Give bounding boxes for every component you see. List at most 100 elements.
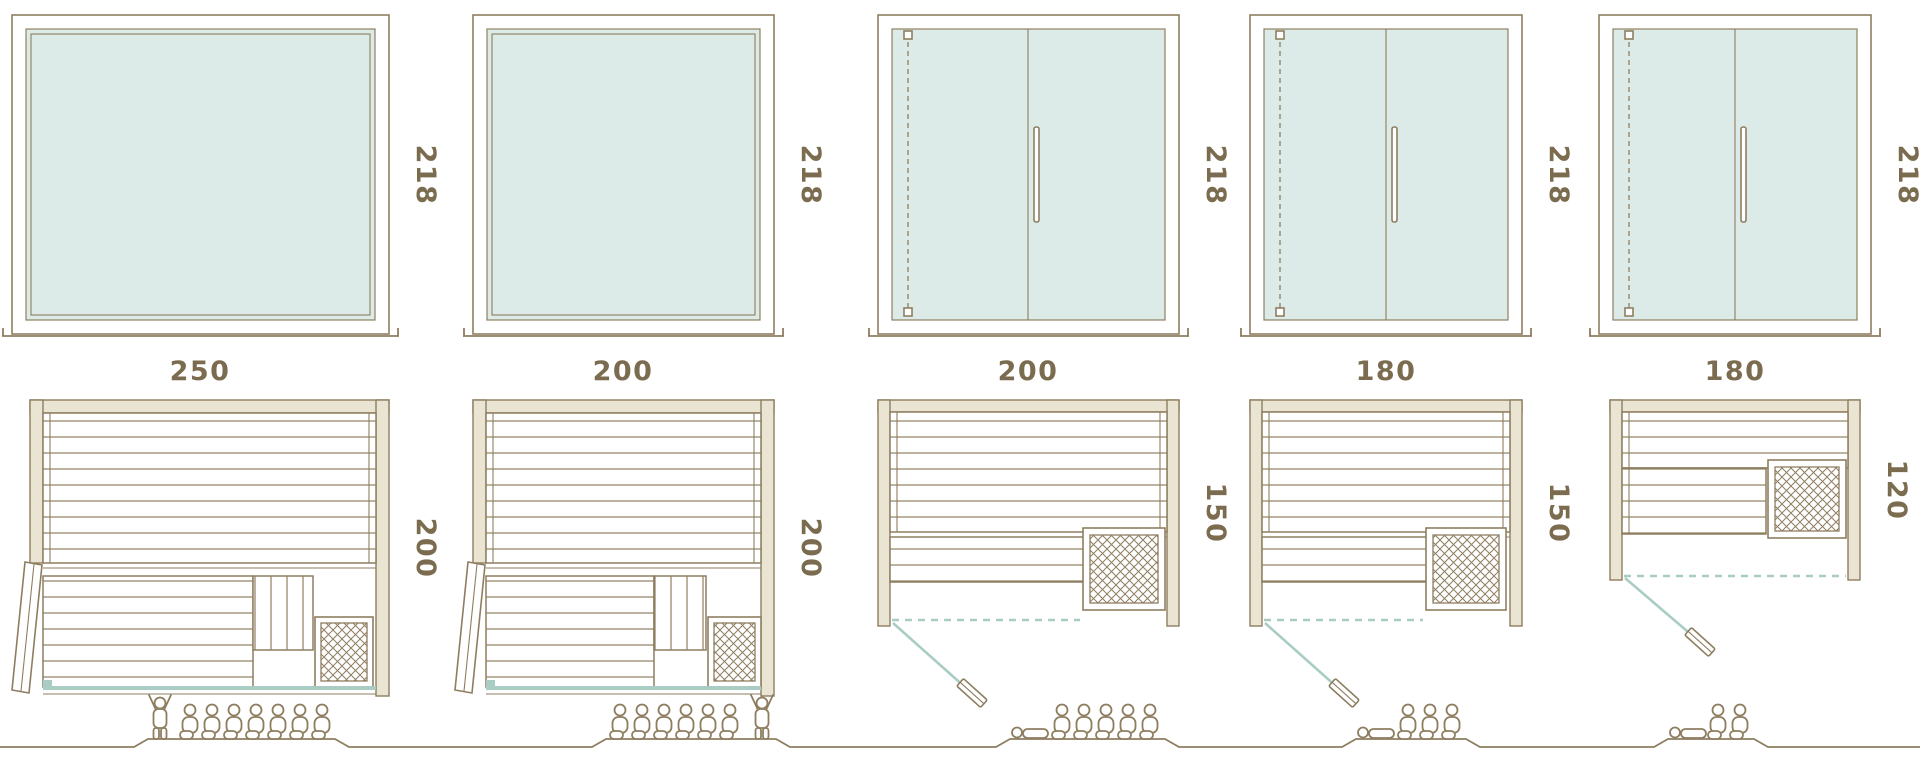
person-sitting-icon [1397, 703, 1417, 740]
height-dimension-model-4: 218 [1543, 145, 1574, 206]
heater [1432, 534, 1500, 604]
lower-bench [889, 536, 1086, 583]
lower-bench [42, 575, 254, 688]
height-dimension-model-5: 218 [1892, 145, 1920, 206]
depth-dimension-model-2: 200 [795, 518, 826, 579]
wall-right [1166, 399, 1180, 627]
wall-right [375, 399, 390, 697]
person-sitting-icon [223, 703, 243, 740]
door-swing-line [1264, 622, 1339, 689]
floor-base-line [868, 328, 1189, 337]
width-dimension-model-4: 180 [1356, 356, 1417, 387]
wall-left [877, 399, 891, 627]
capacity-group-model-2 [609, 694, 774, 740]
heater [713, 622, 756, 682]
heater [1774, 466, 1840, 532]
person-sitting-icon [201, 703, 221, 740]
glass-front-line [486, 686, 761, 690]
door-handle [1033, 126, 1040, 223]
floor-plan-model-5 [1609, 399, 1861, 657]
open-door-leaf [1684, 627, 1716, 657]
person-standing-icon [750, 694, 774, 740]
hinge-bottom-icon [903, 307, 913, 317]
floor-plan-model-2 [454, 399, 775, 697]
depth-dimension-model-3: 150 [1200, 483, 1231, 544]
hinge-bottom-icon [1275, 307, 1285, 317]
depth-dimension-model-4: 150 [1543, 483, 1574, 544]
floor-base-line [2, 328, 399, 337]
person-sitting-icon [631, 703, 651, 740]
open-door-leaf [1328, 678, 1360, 708]
open-door-leaf [956, 678, 988, 708]
height-dimension-model-3: 218 [1200, 145, 1231, 206]
floor-plan-model-4 [1249, 399, 1523, 708]
person-sitting-icon [245, 703, 265, 740]
floor-base-line [1589, 328, 1881, 337]
capacity-group-model-4 [1357, 703, 1461, 740]
elevation-model-4 [1240, 14, 1532, 337]
upper-bench [1621, 411, 1849, 469]
wall-right [760, 399, 775, 697]
width-dimension-model-3: 200 [998, 356, 1059, 387]
person-sitting-icon [1095, 703, 1115, 740]
ground-line [0, 738, 1920, 748]
person-reclining-icon [1669, 726, 1707, 739]
lower-bench [1621, 467, 1767, 535]
person-sitting-icon [1419, 703, 1439, 740]
person-sitting-icon [697, 703, 717, 740]
wall-top [877, 399, 1180, 413]
glass-front-line [43, 686, 376, 690]
person-standing-icon [148, 694, 172, 740]
elevation-model-1 [2, 14, 399, 337]
person-reclining-icon [1357, 726, 1395, 739]
width-dimension-model-5: 180 [1705, 356, 1766, 387]
person-sitting-icon [1729, 703, 1749, 740]
door-handle [1740, 126, 1747, 223]
person-sitting-icon [675, 703, 695, 740]
lower-bench [1261, 536, 1433, 583]
heater [1089, 534, 1159, 604]
heater [320, 622, 368, 682]
wall-top [1609, 399, 1861, 413]
upper-bench [1261, 411, 1511, 533]
person-sitting-icon [311, 703, 331, 740]
height-dimension-model-1: 218 [410, 145, 441, 206]
person-sitting-icon [719, 703, 739, 740]
wall-left [472, 399, 487, 564]
hinge-bottom-icon [1624, 307, 1634, 317]
width-dimension-model-2: 200 [593, 356, 654, 387]
floor-base-line [1240, 328, 1532, 337]
width-dimension-model-1: 250 [170, 356, 231, 387]
open-door-leaf [454, 561, 486, 694]
capacity-group-model-1 [148, 694, 331, 740]
wall-right [1847, 399, 1861, 581]
wall-left [1609, 399, 1623, 581]
wall-left [29, 399, 44, 564]
person-sitting-icon [1117, 703, 1137, 740]
door-swing-line [892, 622, 967, 689]
hinge-top-icon [903, 30, 913, 40]
upper-bench [485, 412, 762, 564]
elevation-model-2 [463, 14, 784, 337]
person-sitting-icon [267, 703, 287, 740]
floor-plan-model-3 [877, 399, 1180, 708]
person-sitting-icon [289, 703, 309, 740]
wall-right [1509, 399, 1523, 627]
backrest-panel [252, 575, 314, 651]
hinge-top-icon [1275, 30, 1285, 40]
glass-panel [25, 28, 376, 321]
wall-top [1249, 399, 1523, 413]
capacity-group-model-5 [1669, 703, 1749, 740]
person-sitting-icon [1073, 703, 1093, 740]
height-dimension-model-2: 218 [795, 145, 826, 206]
glass-inner-frame [30, 33, 371, 316]
wall-top [29, 399, 390, 414]
person-reclining-icon [1011, 726, 1049, 739]
person-sitting-icon [653, 703, 673, 740]
person-sitting-icon [609, 703, 629, 740]
wall-top [472, 399, 775, 414]
door-handle [1391, 126, 1398, 223]
upper-bench [889, 411, 1168, 533]
hinge-top-icon [1624, 30, 1634, 40]
